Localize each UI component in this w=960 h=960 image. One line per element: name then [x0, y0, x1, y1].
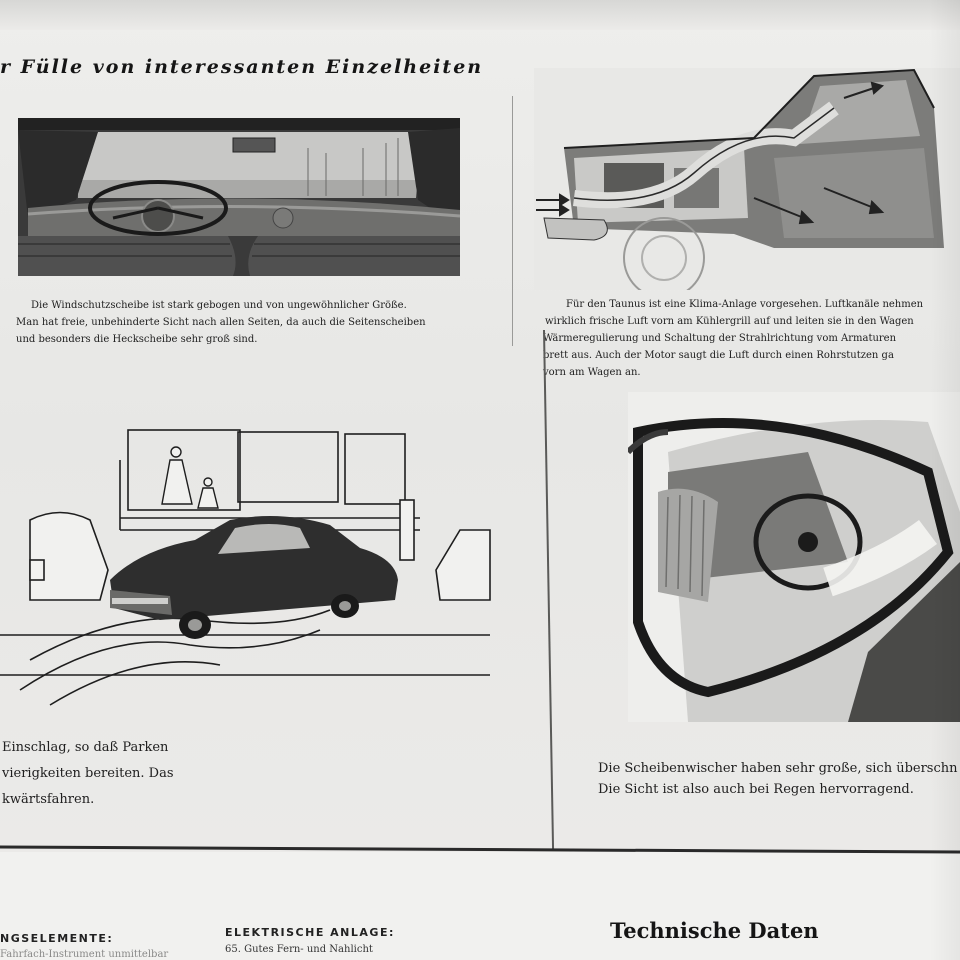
- climate-caption-line-3: Wärmeregulierung und Schaltung der Strah…: [543, 333, 897, 344]
- wipers-caption-line-1: Die Scheibenwischer haben sehr große, si…: [598, 761, 958, 776]
- column-divider-lower: [543, 329, 555, 850]
- column-divider: [512, 96, 513, 346]
- windshield-caption-line-1: Die Windschutzscheibe ist stark gebogen …: [31, 300, 407, 311]
- spec-heading-controls: NGSELEMENTE:: [0, 932, 114, 945]
- page-right-shadow: [930, 0, 960, 960]
- wipers-caption-line-2: Die Sicht ist also auch bei Regen hervor…: [598, 782, 914, 797]
- climate-caption-line-4: brett aus. Auch der Motor saugt die Luft…: [543, 350, 894, 361]
- climate-caption-line-2: wirklich frische Luft vorn am Kühlergril…: [545, 316, 914, 327]
- parking-caption-line-2: vierigkeiten bereiten. Das: [2, 766, 174, 781]
- climate-cutaway-illustration: [534, 68, 960, 290]
- climate-caption-line-5: vorn am Wagen an.: [543, 367, 641, 378]
- bottom-band: [0, 852, 960, 960]
- spec-line-controls: Fahrfach-Instrument unmittelbar: [0, 949, 169, 960]
- technical-data-title: Technische Daten: [610, 918, 819, 943]
- page-top-shadow: [0, 0, 960, 30]
- parking-caption-line-3: kwärtsfahren.: [2, 792, 95, 807]
- spec-heading-electrical: ELEKTRISCHE ANLAGE:: [225, 926, 395, 939]
- spec-line-electrical: 65. Gutes Fern- und Nahlicht: [225, 944, 373, 955]
- climate-caption-line-1: Für den Taunus ist eine Klima-Anlage vor…: [566, 299, 924, 310]
- windshield-caption-line-3: und besonders die Heckscheibe sehr groß …: [16, 334, 258, 345]
- wiper-illustration: [628, 392, 960, 722]
- parking-caption-line-1: Einschlag, so daß Parken: [2, 740, 169, 755]
- windshield-caption-line-2: Man hat freie, unbehinderte Sicht nach a…: [16, 317, 426, 328]
- windshield-photo: [18, 118, 460, 276]
- parking-illustration: [0, 420, 500, 720]
- page-headline: r Fülle von interessanten Einzelheiten: [0, 56, 484, 78]
